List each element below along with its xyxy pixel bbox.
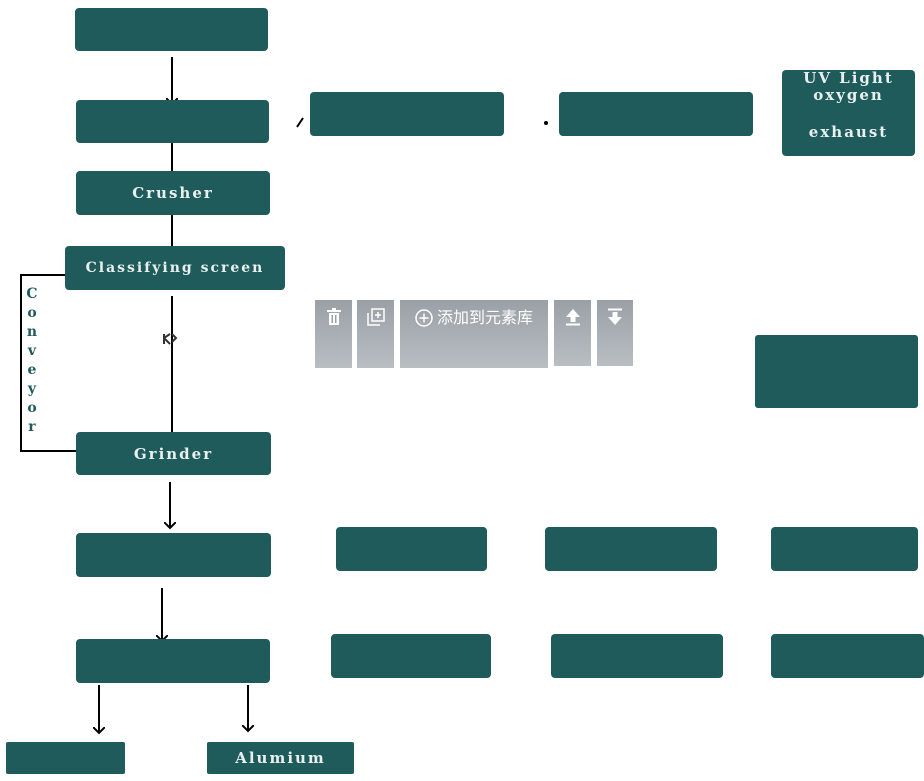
process-box-top-right[interactable] — [559, 92, 753, 136]
circle-plus-icon — [415, 309, 433, 327]
process-box-row7-a[interactable] — [331, 634, 491, 678]
conveyor-loop-line — [20, 274, 86, 451]
uv-light-line3: exhaust — [808, 123, 889, 141]
process-box-right-middle[interactable] — [755, 335, 918, 408]
grinder-label: Grinder — [133, 444, 214, 463]
process-box-6[interactable] — [76, 533, 271, 577]
process-box-crusher[interactable]: Crusher — [76, 171, 270, 215]
process-box-row6-c[interactable] — [771, 527, 918, 571]
process-box-row6-b[interactable] — [545, 527, 717, 571]
output-box-1[interactable] — [6, 742, 125, 774]
duplicate-button[interactable] — [357, 300, 394, 368]
process-box-classifying-screen[interactable]: Classifying screen — [65, 246, 285, 290]
process-box-2[interactable] — [76, 100, 269, 143]
move-top-icon — [565, 308, 581, 326]
classifying-screen-label: Classifying screen — [85, 260, 265, 276]
move-to-top-button[interactable] — [554, 300, 591, 366]
add-to-library-label: 添加到元素库 — [436, 308, 533, 327]
process-box-row7-b[interactable] — [551, 634, 723, 678]
duplicate-icon — [366, 308, 385, 326]
conveyor-letter: v — [27, 343, 37, 359]
conveyor-letter: e — [27, 362, 37, 378]
conveyor-letter: C — [26, 286, 38, 302]
process-box-row6-a[interactable] — [336, 527, 487, 571]
move-bottom-icon — [607, 308, 623, 326]
process-box-grinder[interactable]: Grinder — [76, 432, 271, 475]
uv-light-line2: oxygen — [813, 86, 884, 104]
stray-mark — [162, 332, 178, 346]
output-box-alumium[interactable]: Alumium — [207, 742, 354, 774]
trash-icon — [326, 308, 342, 326]
process-box-top-middle[interactable] — [310, 92, 504, 136]
add-to-library-button[interactable]: 添加到元素库 — [400, 300, 548, 368]
move-to-bottom-button[interactable] — [597, 300, 633, 366]
arrow-mark-2 — [544, 121, 548, 125]
delete-button[interactable] — [315, 300, 352, 368]
conveyor-letter: n — [26, 324, 38, 340]
process-box-row7-c[interactable] — [771, 634, 924, 678]
conveyor-vertical-label: C o n v e y o r — [25, 285, 39, 445]
arrow-mark-1 — [296, 117, 304, 128]
conveyor-letter: y — [27, 381, 37, 397]
alumium-label: Alumium — [235, 749, 326, 767]
conveyor-letter: r — [28, 419, 36, 435]
process-box-7[interactable] — [76, 639, 270, 683]
uv-light-line1: UV Light — [803, 69, 894, 87]
process-box-uv-light[interactable]: UV Light oxygen exhaust — [782, 70, 915, 156]
crusher-label: Crusher — [132, 184, 214, 202]
conveyor-letter: o — [27, 305, 37, 321]
process-box-1[interactable] — [75, 8, 268, 51]
conveyor-letter: o — [27, 400, 37, 416]
